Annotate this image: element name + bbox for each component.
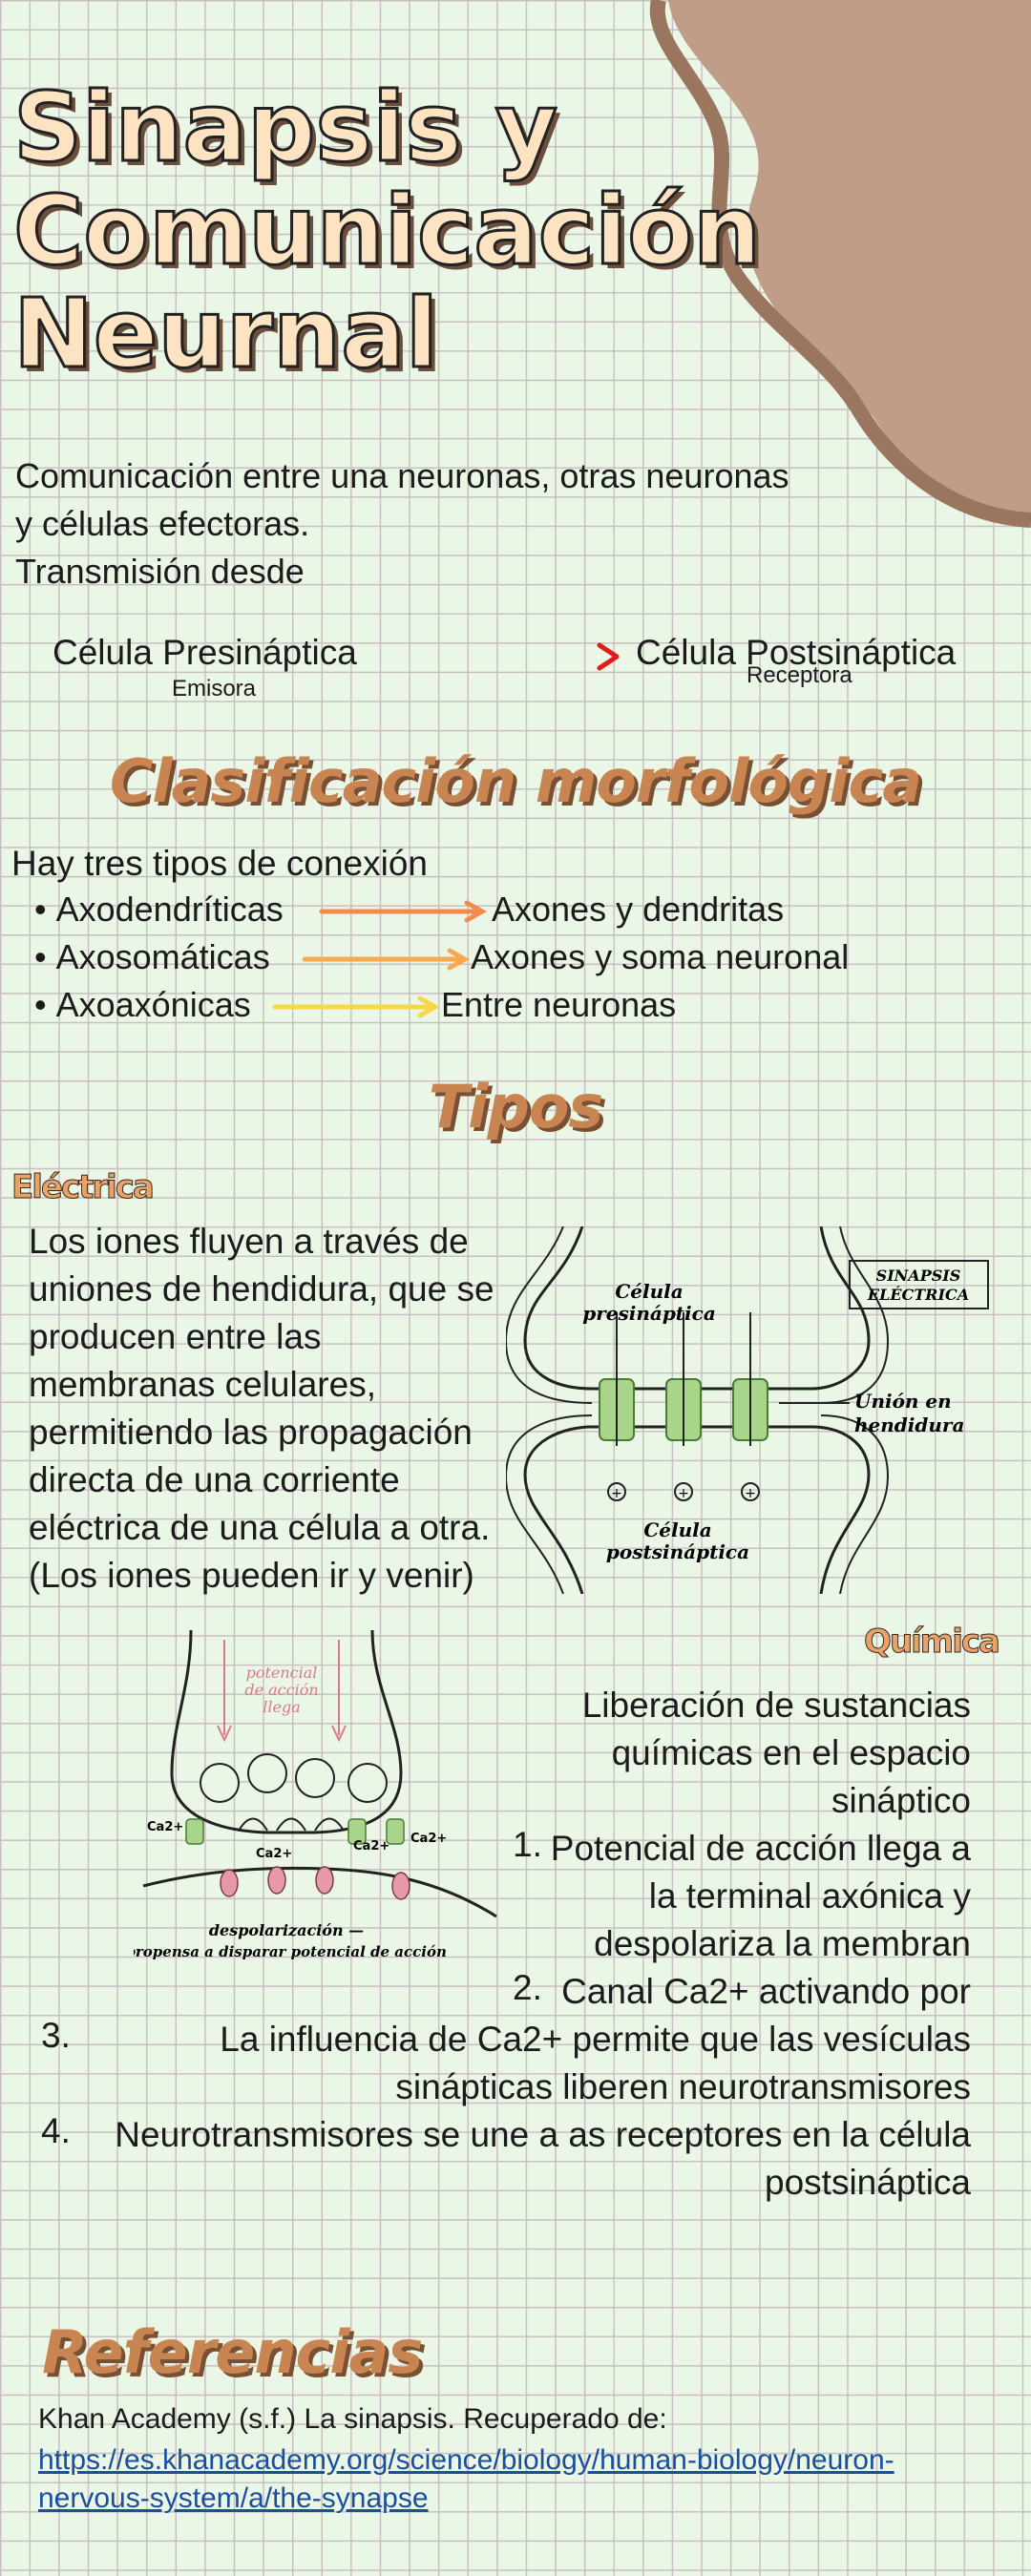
step-line: despolariza la membran bbox=[594, 1924, 971, 1963]
post-cell-sub: Receptora bbox=[747, 662, 852, 688]
morfologica-intro: Hay tres tipos de conexión bbox=[11, 844, 429, 883]
decorative-blob bbox=[649, 0, 1031, 528]
svg-text:presináptica: presináptica bbox=[582, 1302, 716, 1325]
diagram-ca-label: Ca2+ bbox=[147, 1820, 183, 1834]
title-line-3: Neurnal bbox=[11, 278, 439, 389]
list-item: • Axoaxónicas bbox=[34, 985, 251, 1025]
connection-label: Axoaxónicas bbox=[55, 985, 251, 1024]
svg-text:+: + bbox=[611, 1486, 622, 1501]
svg-text:de acción: de acción bbox=[244, 1681, 318, 1699]
diagram-union-label: Unión en bbox=[854, 1390, 952, 1413]
referencias-heading: Referencias bbox=[42, 2317, 423, 2387]
step-line: sinápticas liberen neurotransmisores bbox=[395, 2067, 971, 2106]
tipos-heading: Tipos bbox=[428, 1072, 603, 1141]
step-line: Neurotransmisores se une a as receptores… bbox=[115, 2115, 971, 2154]
list-item: • Axodendríticas bbox=[34, 890, 284, 930]
connection-desc: Entre neuronas bbox=[441, 985, 677, 1024]
electrica-line: (Los iones pueden ir y venir) bbox=[29, 1556, 474, 1595]
diagram-caption-1: despolarización — bbox=[209, 1921, 364, 1939]
step-text: La influencia de Ca2+ permite que las ve… bbox=[220, 2016, 971, 2111]
transmission-arrow bbox=[373, 642, 620, 671]
quimica-intro-line: Liberación de sustancias bbox=[581, 1686, 971, 1725]
step-text: Neurotransmisores se une a as receptores… bbox=[115, 2111, 971, 2207]
step-line: postsináptica bbox=[765, 2163, 971, 2202]
connection-arrow bbox=[319, 900, 488, 923]
step-number: 3. bbox=[41, 2016, 71, 2055]
chemical-synapse-diagram: potencial de acción llega Ca2+ Ca2+ Ca2+… bbox=[134, 1630, 497, 1960]
step-text: Canal Ca2+ activando por bbox=[561, 1968, 971, 2016]
svg-text:llega: llega bbox=[263, 1698, 300, 1716]
page-title: Sinapsis y Comunicación Neurnal bbox=[11, 72, 762, 389]
connection-label: Axodendríticas bbox=[55, 890, 284, 929]
diagram-box-label: SINAPSIS bbox=[876, 1267, 961, 1285]
diagram-arrow-label: potencial bbox=[246, 1664, 318, 1682]
electrica-line: directa de una corriente bbox=[29, 1460, 400, 1499]
reference-link[interactable]: https://es.khanacademy.org/science/biolo… bbox=[38, 2441, 894, 2518]
step-text: Potencial de acción llega a la terminal … bbox=[551, 1825, 971, 1968]
list-item: • Axosomáticas bbox=[34, 937, 270, 977]
step-number: 1. bbox=[513, 1825, 542, 1864]
quimica-intro-line: químicas en el espacio bbox=[611, 1733, 971, 1772]
title-line-1: Sinapsis y bbox=[11, 72, 558, 183]
svg-text:postsináptica: postsináptica bbox=[606, 1540, 749, 1563]
step-number: 4. bbox=[41, 2111, 71, 2150]
intro-line: y células efectoras. bbox=[15, 504, 310, 543]
quimica-intro: Liberación de sustancias químicas en el … bbox=[582, 1682, 971, 1825]
diagram-post-label: Célula bbox=[643, 1518, 711, 1541]
quimica-intro-line: sináptico bbox=[831, 1781, 971, 1820]
step-line: Potencial de acción llega a bbox=[550, 1829, 971, 1868]
intro-line: Transmisión desde bbox=[15, 552, 305, 591]
connection-desc: Axones y soma neuronal bbox=[471, 937, 850, 976]
connection-arrow bbox=[272, 995, 441, 1018]
electrica-line: eléctrica de una célula a otra. bbox=[29, 1508, 491, 1547]
title-line-2: Comunicación bbox=[11, 175, 762, 286]
svg-text:+: + bbox=[678, 1486, 689, 1501]
diagram-pre-label: Célula bbox=[615, 1280, 683, 1303]
intro-line: Comunicación entre una neuronas, otras n… bbox=[15, 456, 789, 495]
bullet-dot: • bbox=[34, 937, 56, 976]
intro-text: Comunicación entre una neuronas, otras n… bbox=[15, 452, 789, 596]
electrica-line: Los iones fluyen a través de bbox=[29, 1222, 469, 1261]
step-line: La influencia de Ca2+ permite que las ve… bbox=[220, 2020, 971, 2059]
svg-text:Ca2+: Ca2+ bbox=[410, 1832, 447, 1846]
step-line: Canal Ca2+ activando por bbox=[561, 1972, 971, 2011]
electrica-text: Los iones fluyen a través de uniones de … bbox=[29, 1218, 494, 1600]
morfologica-heading: Clasificación morfológica bbox=[109, 746, 922, 816]
reference-link-line[interactable]: https://es.khanacademy.org/science/biolo… bbox=[38, 2444, 894, 2476]
bullet-dot: • bbox=[34, 890, 56, 929]
electrica-subhead: Eléctrica bbox=[11, 1168, 156, 1207]
reference-link-line[interactable]: nervous-system/a/the-synapse bbox=[38, 2482, 429, 2514]
diagram-caption-2: más propensa a disparar potencial de acc… bbox=[134, 1943, 447, 1960]
electrical-synapse-diagram: + + + Célula presináptica Célula postsin… bbox=[506, 1226, 989, 1594]
step-line: la terminal axónica y bbox=[648, 1876, 971, 1916]
electrica-line: uniones de hendidura, que se bbox=[29, 1269, 494, 1309]
reference-text: Khan Academy (s.f.) La sinapsis. Recuper… bbox=[38, 2403, 667, 2435]
electrica-line: membranas celulares, bbox=[29, 1365, 376, 1404]
post-cell-label: Célula Postsináptica bbox=[636, 633, 957, 672]
svg-text:+: + bbox=[745, 1486, 756, 1501]
svg-text:Ca2+: Ca2+ bbox=[256, 1847, 292, 1861]
connection-desc: Axones y dendritas bbox=[492, 890, 785, 929]
pre-cell-sub: Emisora bbox=[172, 676, 257, 702]
connection-arrow bbox=[302, 948, 471, 971]
svg-text:ELÉCTRICA: ELÉCTRICA bbox=[867, 1285, 969, 1304]
quimica-subhead: Química bbox=[864, 1623, 1001, 1662]
electrica-line: permitiendo las propagación bbox=[29, 1413, 473, 1452]
svg-text:hendidura: hendidura bbox=[854, 1414, 964, 1436]
pre-cell-label: Célula Presináptica bbox=[53, 633, 357, 672]
svg-text:Ca2+: Ca2+ bbox=[353, 1839, 389, 1853]
electrica-line: producen entre las bbox=[29, 1317, 322, 1356]
step-number: 2. bbox=[513, 1968, 542, 2007]
bullet-dot: • bbox=[34, 985, 56, 1024]
connection-label: Axosomáticas bbox=[55, 937, 270, 976]
